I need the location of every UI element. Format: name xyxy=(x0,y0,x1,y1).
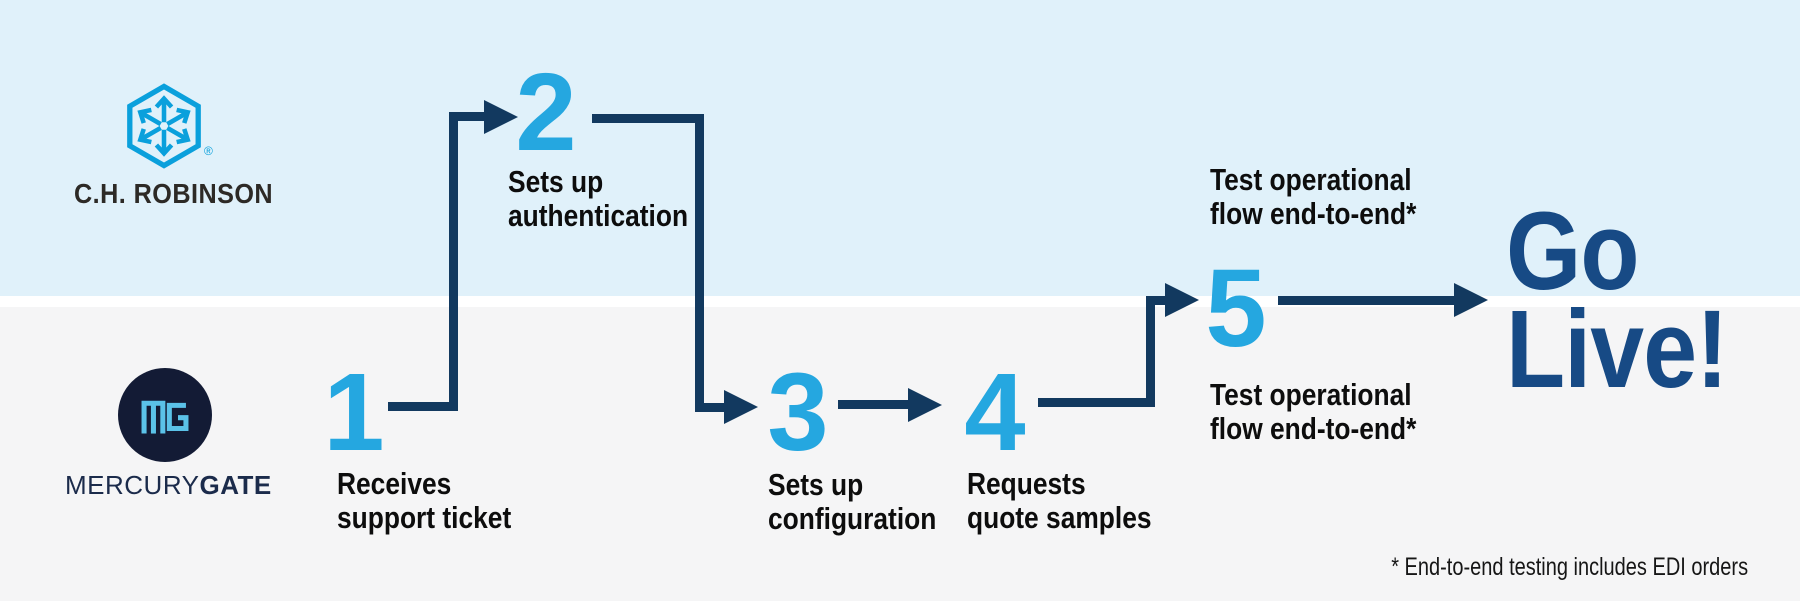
arrowhead-into-step3-icon xyxy=(724,390,758,424)
arrowhead-into-step4-icon xyxy=(908,388,942,422)
arrowhead-into-golive-icon xyxy=(1454,283,1488,317)
chrobinson-logo: ® C.H. ROBINSON xyxy=(64,80,274,209)
mercurygate-lane-background xyxy=(0,307,1800,601)
step-2-number: 2 xyxy=(515,51,576,174)
mercurygate-wordmark: MERCURYGATE xyxy=(65,470,271,500)
registered-trademark-icon: ® xyxy=(204,144,213,158)
step-3-label-line: Sets up xyxy=(768,467,864,502)
step-4-label: Requests quote samples xyxy=(967,467,1152,535)
go-live-line: Live! xyxy=(1506,288,1728,411)
connector-step3-step4-segment xyxy=(838,400,908,409)
chrobinson-lane-background xyxy=(0,0,1800,296)
step-5-label-line: flow end-to-end* xyxy=(1210,411,1417,446)
connector-step1-step2-segment xyxy=(449,112,458,411)
step-3-number: 3 xyxy=(767,351,828,474)
step-1-label: Receives support ticket xyxy=(337,467,511,535)
lane-divider xyxy=(0,296,1800,307)
step-3-label: Sets up configuration xyxy=(768,468,936,536)
step-1-label-line: support ticket xyxy=(337,500,512,535)
step-2-label-line: authentication xyxy=(508,198,689,233)
step-3-label-line: configuration xyxy=(768,501,937,536)
footnote: * End-to-end testing includes EDI orders xyxy=(1391,553,1748,581)
mercurygate-logo: MERCURYGATE xyxy=(65,368,271,500)
step-2-label-line: Sets up xyxy=(508,164,604,199)
connector-step4-step5-segment xyxy=(1146,296,1165,305)
step-5-label-bottom: Test operational flow end-to-end* xyxy=(1210,378,1416,446)
step-5-label-top: Test operational flow end-to-end* xyxy=(1210,163,1416,231)
step-5-label-line: Test operational xyxy=(1210,377,1412,412)
connector-step2-step3-segment xyxy=(695,114,704,412)
step-2-label: Sets up authentication xyxy=(508,165,688,233)
step-4-label-line: quote samples xyxy=(967,500,1152,535)
step-1-number: 1 xyxy=(323,351,384,474)
mercurygate-mg-icon xyxy=(141,400,189,434)
connector-step4-step5-segment xyxy=(1038,398,1155,407)
chrobinson-wordmark: C.H. ROBINSON xyxy=(74,178,274,209)
step-1-label-line: Receives xyxy=(337,466,452,501)
connector-step1-step2-segment xyxy=(388,402,458,411)
mercurygate-wordmark-bold: GATE xyxy=(199,470,272,500)
step-5-label-line: Test operational xyxy=(1210,162,1412,197)
connector-step2-step3-segment xyxy=(695,403,724,412)
connector-step2-step3-segment xyxy=(592,114,704,123)
mercurygate-monogram-badge xyxy=(118,368,212,462)
mercurygate-wordmark-regular: MERCURY xyxy=(65,470,200,500)
chrobinson-hexagon-icon xyxy=(127,83,201,169)
go-live-line: Go xyxy=(1506,190,1640,313)
arrowhead-into-step5-icon xyxy=(1165,283,1199,317)
arrowhead-into-step2-icon xyxy=(484,100,518,134)
connector-step5-golive-segment xyxy=(1278,296,1454,305)
go-live-text: Go Live! xyxy=(1506,190,1728,411)
connector-step1-step2-segment xyxy=(449,112,484,121)
step-5-number: 5 xyxy=(1205,247,1266,370)
step-4-number: 4 xyxy=(964,351,1025,474)
step-5-label-line: flow end-to-end* xyxy=(1210,196,1417,231)
connector-step4-step5-segment xyxy=(1146,296,1155,407)
step-4-label-line: Requests xyxy=(967,466,1086,501)
